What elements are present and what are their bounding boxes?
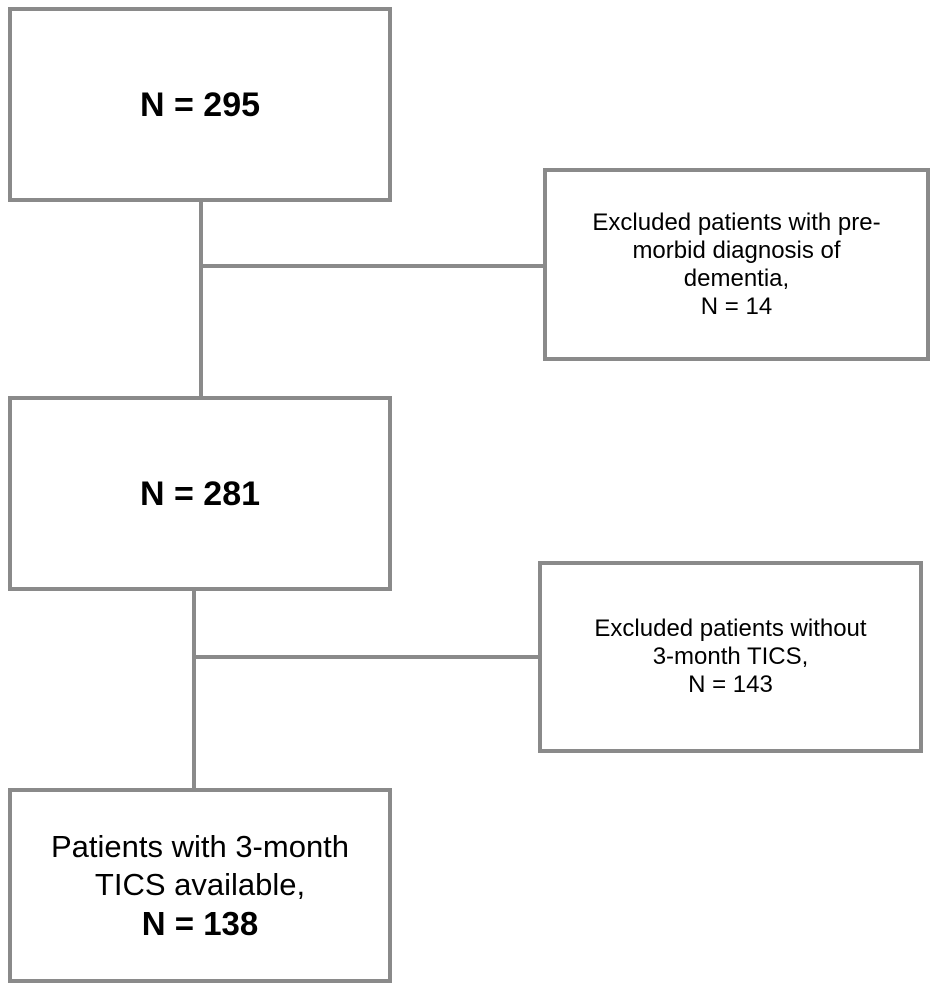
connector-box2-to-box3 <box>192 588 196 790</box>
exclusion1-line-2: morbid diagnosis of <box>632 236 841 264</box>
exclusion1-line-3: dementia, <box>683 264 790 292</box>
flow-box-final: Patients with 3-month TICS available, N … <box>8 788 392 983</box>
exclusion2-line-1: Excluded patients without <box>594 615 867 642</box>
exclusion1-count: N = 14 <box>700 292 773 320</box>
exclusion-box-no-tics: Excluded patients without 3-month TICS, … <box>538 561 923 753</box>
final-line-1: Patients with 3-month <box>50 828 350 864</box>
final-line-2: TICS available, <box>94 866 306 902</box>
remaining-count: N = 281 <box>139 474 261 513</box>
connector-box1-to-box2 <box>199 200 203 398</box>
exclusion2-line-2: 3-month TICS, <box>652 643 809 670</box>
final-count: N = 138 <box>141 904 259 942</box>
initial-count: N = 295 <box>139 85 261 124</box>
exclusion1-line-1: Excluded patients with pre- <box>592 208 881 236</box>
connector-to-exclusion1 <box>199 264 545 268</box>
exclusion-box-dementia: Excluded patients with pre- morbid diagn… <box>543 168 930 361</box>
flow-box-initial: N = 295 <box>8 7 392 202</box>
exclusion2-count: N = 143 <box>688 671 773 698</box>
connector-to-exclusion2 <box>192 655 540 659</box>
flow-box-after-exclusion: N = 281 <box>8 396 392 591</box>
